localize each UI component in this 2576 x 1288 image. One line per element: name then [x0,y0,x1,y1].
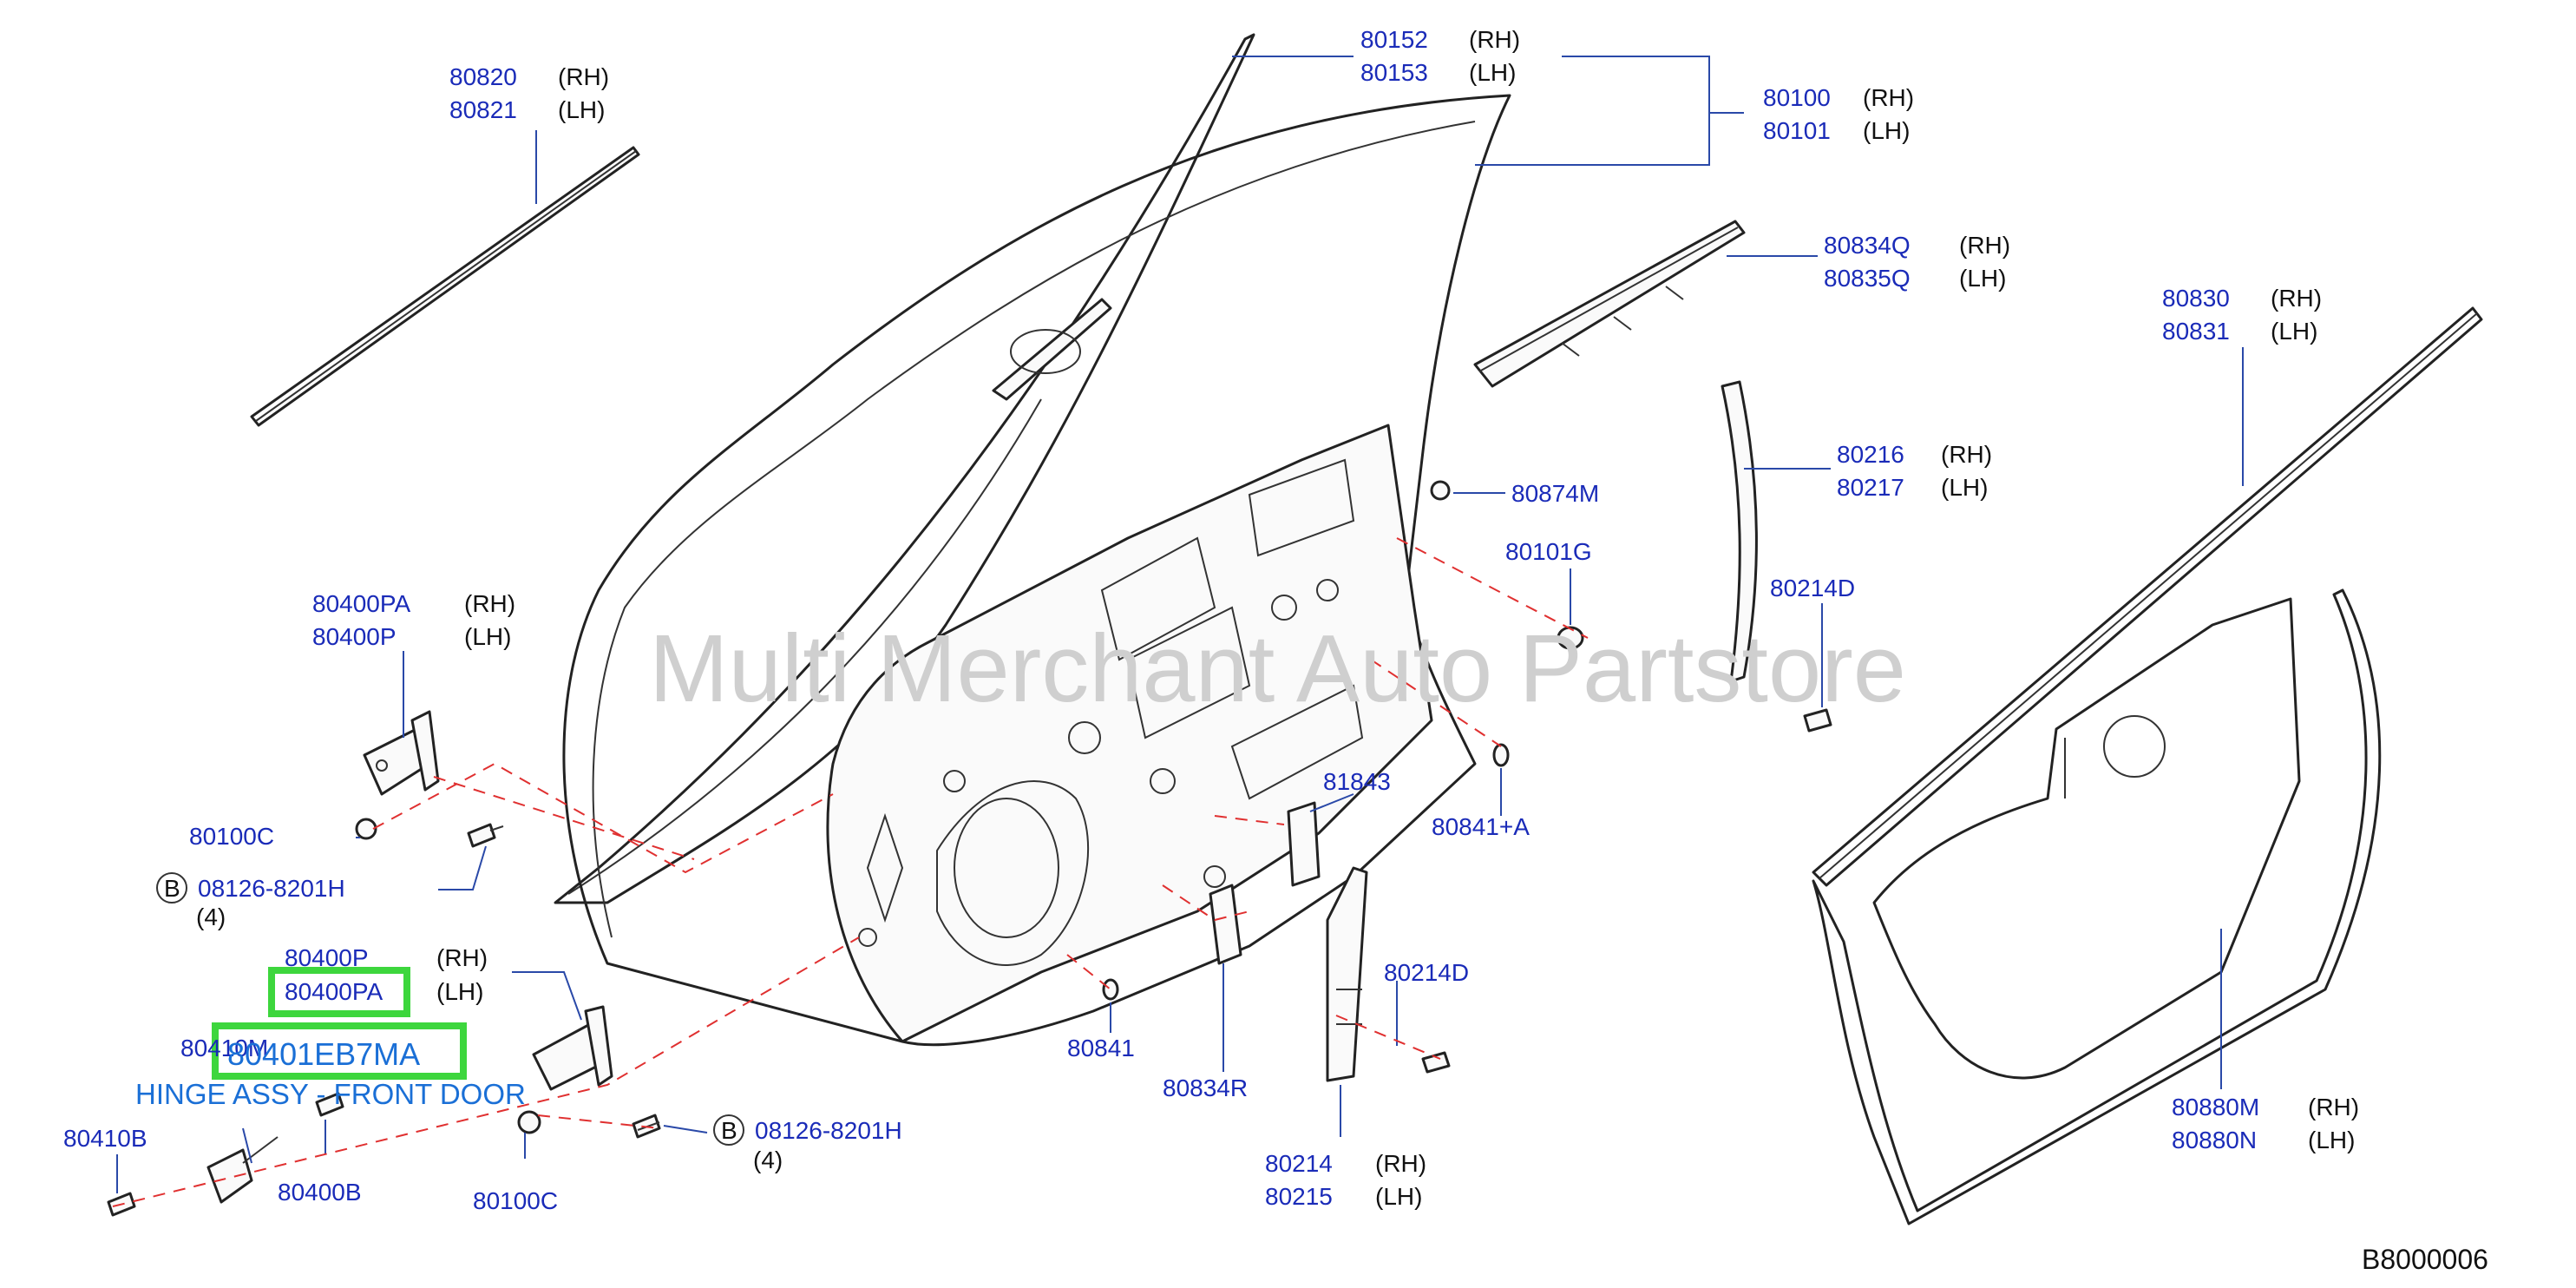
label-80880m[interactable]: 80880M [2172,1094,2259,1120]
label-80400pa-lower[interactable]: 80400PA [285,978,383,1005]
bracket-80834r [1209,884,1242,965]
side-80400pa-upper: (RH) [464,590,515,617]
marker-b-upper [156,872,187,904]
assembly-lines [112,537,1589,1207]
bolt-80214d-lower [1421,1051,1451,1074]
label-08126-8201h-lower[interactable]: 08126-8201H [755,1117,902,1144]
clip-80874m [1430,480,1451,501]
label-80821[interactable]: 80821 [449,96,517,123]
label-80100c-upper[interactable]: 80100C [189,823,274,850]
label-80214d-lower[interactable]: 80214D [1384,959,1469,986]
nut-80100c-upper [355,818,377,840]
qty-08126-8201h-upper: (4) [196,904,226,930]
label-80820[interactable]: 80820 [449,63,517,90]
label-80100[interactable]: 80100 [1763,84,1831,111]
side-80400p-lower: (RH) [436,944,488,971]
body-side-weatherstrip [1812,306,2483,1226]
watermark-text: Multi Merchant Auto Partstore [649,615,1906,722]
side-80880m: (RH) [2308,1094,2359,1120]
label-80153[interactable]: 80153 [1360,59,1428,86]
side-80400pa-lower: (LH) [436,978,483,1005]
label-80410m[interactable]: 80410M [180,1035,268,1061]
marker-b-upper-text: B [164,875,180,902]
side-80820: (RH) [558,63,609,90]
bolt-80214d-upper [1803,708,1832,733]
front-door-panel [562,94,1511,1047]
label-80400pa-upper[interactable]: 80400PA [312,590,410,617]
label-80834q[interactable]: 80834Q [1824,232,1911,259]
label-80835q[interactable]: 80835Q [1824,265,1911,292]
plug-80841-a [1492,743,1510,767]
label-80841a[interactable]: 80841+A [1432,813,1530,840]
highlight-box-part [268,967,410,1017]
label-80214d-upper[interactable]: 80214D [1770,575,1855,601]
side-80215: (LH) [1375,1183,1422,1210]
side-80834q: (RH) [1959,232,2010,259]
leader-lines [116,56,2244,1193]
side-80101: (LH) [1863,117,1910,144]
marker-b-lower-text: B [721,1117,737,1144]
label-80215[interactable]: 80215 [1265,1183,1333,1210]
side-80214: (RH) [1375,1150,1426,1177]
label-80880n[interactable]: 80880N [2172,1127,2257,1153]
label-80400p-upper[interactable]: 80400P [312,623,397,650]
label-80841[interactable]: 80841 [1067,1035,1135,1061]
side-80153: (LH) [1469,59,1516,86]
side-80835q: (LH) [1959,265,2006,292]
label-80400p-lower[interactable]: 80400P [285,944,369,971]
label-80152[interactable]: 80152 [1360,26,1428,53]
sash-weatherstrip [1473,220,1746,388]
door-sash [1721,380,1758,683]
label-80101g[interactable]: 80101G [1505,538,1592,565]
lower-hinge [532,1005,613,1091]
label-80100c-lower[interactable]: 80100C [473,1187,558,1214]
label-08126-8201h-upper[interactable]: 08126-8201H [198,875,345,902]
nut-80100c-lower [517,1110,541,1134]
side-80880n: (LH) [2308,1127,2355,1153]
side-80152: (RH) [1469,26,1520,53]
part-labels: 80820 (RH) 80821 (LH) 80152 (RH) 80153 (… [63,26,2359,1214]
side-80100: (RH) [1863,84,1914,111]
highlight-description: HINGE ASSY - FRONT DOOR [135,1078,526,1110]
side-80217: (LH) [1941,474,1988,501]
side-80830: (RH) [2271,285,2322,312]
label-80214[interactable]: 80214 [1265,1150,1333,1177]
label-80834r[interactable]: 80834R [1163,1074,1248,1101]
side-80216: (RH) [1941,441,1992,468]
label-80101[interactable]: 80101 [1763,117,1831,144]
side-80400p-upper: (LH) [464,623,511,650]
lower-sash-80214 [1326,866,1368,1082]
label-80410b[interactable]: 80410B [63,1125,147,1152]
label-80874m[interactable]: 80874M [1511,480,1599,507]
marker-b-lower [713,1114,744,1146]
label-80400b[interactable]: 80400B [278,1179,362,1206]
side-80821: (LH) [558,96,605,123]
door-check-link [206,1136,279,1204]
sealing-screen [1872,597,2301,1080]
label-81843[interactable]: 81843 [1323,768,1391,795]
label-80830[interactable]: 80830 [2162,285,2230,312]
upper-hinge [363,710,440,796]
highlight-part-number[interactable]: 80401EB7MA [227,1036,420,1072]
bolt-upper [467,823,504,848]
label-80217[interactable]: 80217 [1837,474,1904,501]
qty-08126-8201h-lower: (4) [753,1147,783,1173]
cap-80101g [1557,626,1584,650]
label-80216[interactable]: 80216 [1837,441,1904,468]
outer-weatherstrip [250,146,640,427]
side-80831: (LH) [2271,318,2317,345]
bolt-80400b [315,1092,344,1117]
plug-80841 [1102,978,1119,1001]
highlight-box-title [212,1022,467,1080]
diagram-code: B8000006 [2362,1244,2488,1275]
label-80831[interactable]: 80831 [2162,318,2230,345]
pad-81843 [1287,801,1321,887]
